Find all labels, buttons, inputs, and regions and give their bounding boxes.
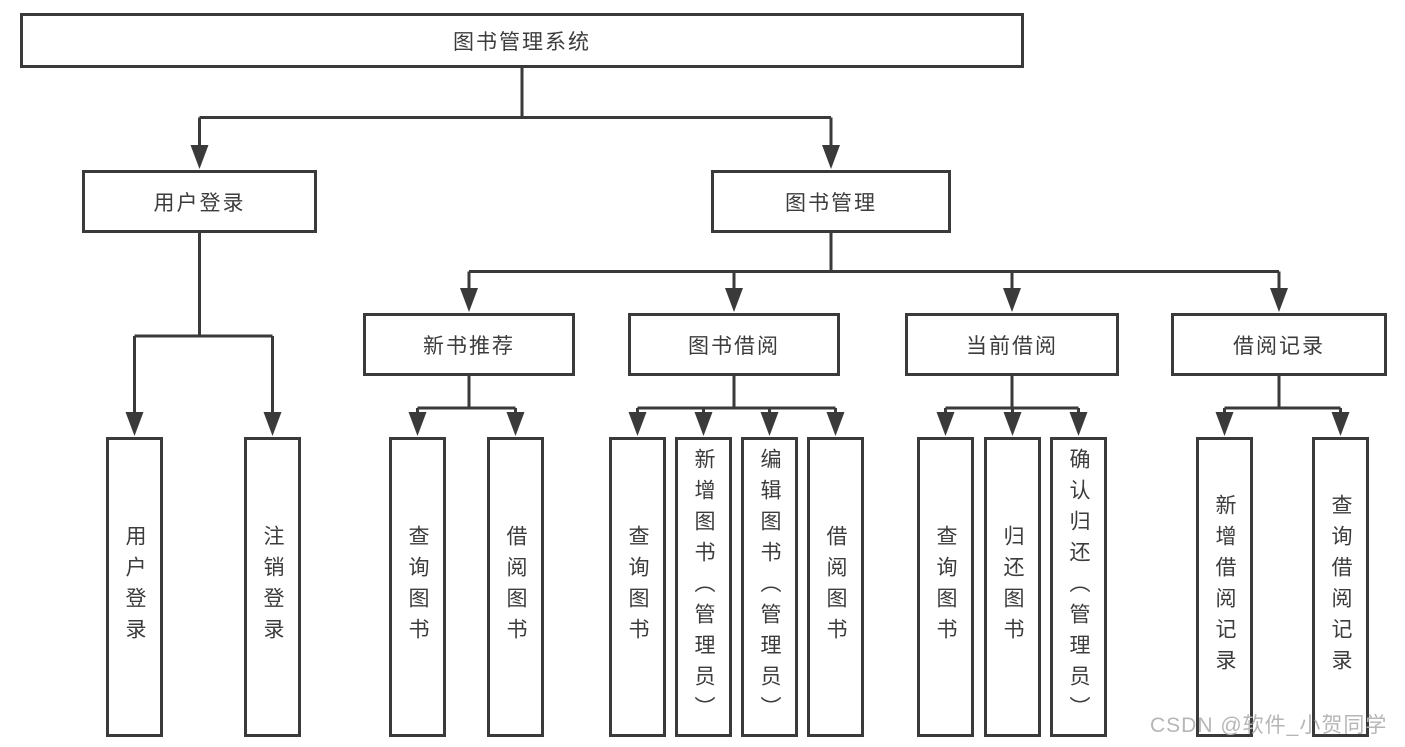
node-user-login: 用户登录 — [82, 170, 317, 233]
leaf-newbook-query-books: 查询图书 — [389, 437, 446, 737]
arrowhead — [694, 412, 713, 436]
arrowhead — [725, 288, 743, 312]
leaf-user-login: 用户登录 — [106, 437, 163, 737]
node-book-borrowing: 图书借阅 — [628, 313, 840, 376]
arrowhead — [506, 412, 525, 436]
arrowhead — [263, 412, 282, 436]
leaf-borrowing-borrow-books: 借阅图书 — [807, 437, 864, 737]
leaf-borrowing-add-books-admin: 新增图书（管理员） — [675, 437, 732, 737]
arrowhead — [936, 412, 955, 436]
leaf-current-query-books: 查询图书 — [917, 437, 974, 737]
arrowhead — [1069, 412, 1088, 436]
connector-borrowing-children — [628, 376, 845, 436]
arrowhead — [1003, 412, 1022, 436]
node-borrowing-records: 借阅记录 — [1171, 313, 1387, 376]
arrowhead — [1270, 288, 1288, 312]
arrowhead — [1331, 412, 1350, 436]
arrowhead — [760, 412, 779, 436]
arrowhead — [460, 288, 478, 312]
connector-mgmt-to-level2 — [460, 233, 1288, 312]
leaf-current-return-books: 归还图书 — [984, 437, 1041, 737]
node-current-borrowing: 当前借阅 — [905, 313, 1119, 376]
leaf-records-add-record: 新增借阅记录 — [1196, 437, 1253, 737]
connector-login-children — [125, 233, 282, 436]
arrowhead — [822, 145, 840, 169]
leaf-records-query-record: 查询借阅记录 — [1312, 437, 1369, 737]
arrowhead — [125, 412, 144, 436]
leaf-logout: 注销登录 — [244, 437, 301, 737]
leaf-newbook-borrow-books: 借阅图书 — [487, 437, 544, 737]
arrowhead — [1003, 288, 1021, 312]
leaf-borrowing-edit-books-admin: 编辑图书（管理员） — [741, 437, 798, 737]
connector-root-to-level1 — [190, 68, 840, 169]
node-new-book-recommendation: 新书推荐 — [363, 313, 575, 376]
connector-current-children — [936, 376, 1088, 436]
leaf-borrowing-query-books: 查询图书 — [609, 437, 666, 737]
csdn-watermark: CSDN @软件_小贺同学 — [1150, 714, 1388, 737]
node-book-management: 图书管理 — [711, 170, 951, 233]
arrowhead — [1215, 412, 1234, 436]
arrowhead — [190, 145, 209, 169]
connector-records-children — [1215, 376, 1350, 436]
node-library-management-system: 图书管理系统 — [20, 13, 1024, 68]
arrowhead — [628, 412, 647, 436]
connector-newbook-children — [408, 376, 525, 436]
arrowhead — [826, 412, 845, 436]
leaf-current-confirm-return-admin: 确认归还（管理员） — [1050, 437, 1107, 737]
arrowhead — [408, 412, 427, 436]
